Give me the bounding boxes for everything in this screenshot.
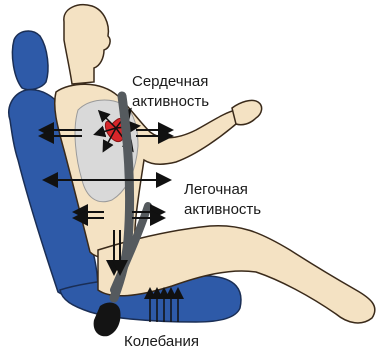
pulmonary-label-line1: Легочная	[184, 180, 248, 199]
vibration-label: Колебания	[124, 332, 199, 351]
cardiac-label-line1: Сердечная	[132, 72, 208, 91]
cardiac-label-line2: активность	[132, 92, 209, 111]
pulmonary-label-line2: активность	[184, 200, 261, 219]
head	[64, 5, 110, 84]
headrest	[12, 31, 48, 90]
hand	[232, 100, 262, 124]
